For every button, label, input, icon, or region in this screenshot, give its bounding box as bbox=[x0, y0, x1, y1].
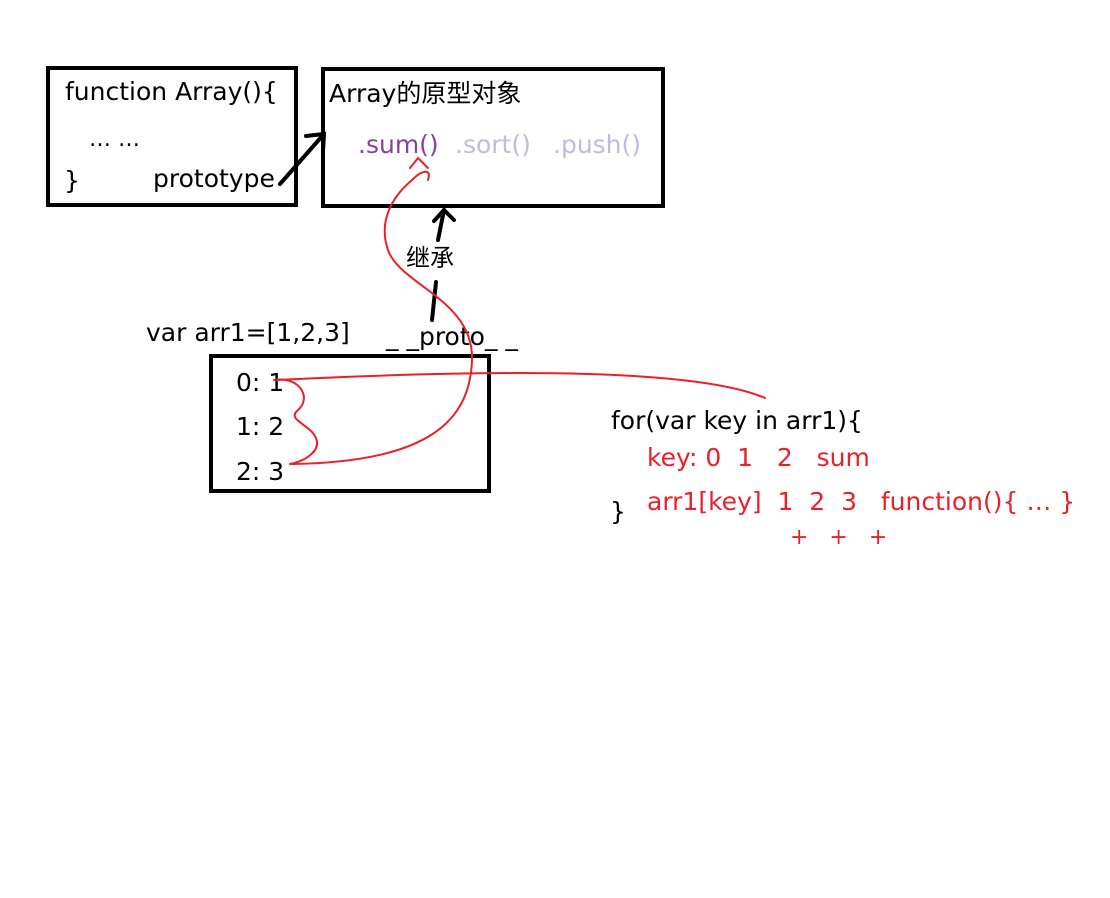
inherit-arrow bbox=[430, 207, 456, 322]
loop-trace-lines bbox=[273, 156, 766, 465]
constructor-closing-brace: } bbox=[64, 166, 80, 195]
loop-header: for(var key in arr1){ bbox=[611, 406, 863, 435]
prototype-label: prototype bbox=[153, 164, 275, 193]
array-item-0: 0: 1 bbox=[236, 368, 285, 397]
inherit-label: 继承 bbox=[406, 244, 454, 272]
loop-plus-line: + + + bbox=[790, 525, 888, 550]
prototype-arrow bbox=[278, 131, 327, 186]
proto-label: _ _proto_ _ bbox=[386, 322, 518, 351]
constructor-line1: function Array(){ bbox=[65, 77, 278, 106]
array-box bbox=[209, 354, 491, 493]
prototype-title: Array的原型对象 bbox=[329, 79, 522, 108]
array-item-1: 1: 2 bbox=[236, 412, 285, 441]
array-declaration: var arr1=[1,2,3] bbox=[146, 318, 350, 347]
method-sum: .sum() bbox=[358, 130, 439, 159]
method-push: .push() bbox=[553, 130, 642, 159]
loop-value-line: arr1[key] 1 2 3 function(){ … } bbox=[647, 487, 1076, 516]
method-sort: .sort() bbox=[455, 130, 531, 159]
array-item-2: 2: 3 bbox=[236, 457, 285, 486]
constructor-ellipsis: … … bbox=[89, 127, 140, 152]
loop-closing-brace: } bbox=[610, 497, 626, 526]
loop-key-line: key: 0 1 2 sum bbox=[647, 443, 870, 472]
constructor-box bbox=[46, 66, 298, 207]
